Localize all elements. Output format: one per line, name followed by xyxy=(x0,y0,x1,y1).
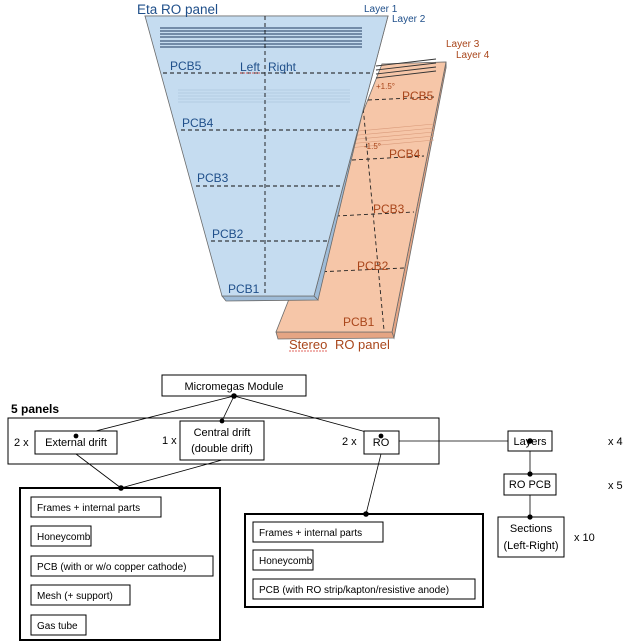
eta-pcb1-label: PCB1 xyxy=(228,282,260,296)
ro-panel-word: RO panel xyxy=(335,337,390,352)
drift-part-honeycomb-label: Honeycomb xyxy=(37,532,91,543)
double-drift-label: (double drift) xyxy=(191,443,253,455)
right-label: Right xyxy=(268,60,297,74)
panels-group-box xyxy=(7,417,440,465)
ro-multiplier: 2 x xyxy=(342,436,357,448)
stereo-pcb3-label: PCB3 xyxy=(373,202,405,216)
angle-plus-label: +1.5° xyxy=(376,82,395,91)
ro-pcb-label: RO PCB xyxy=(509,479,551,491)
left-label: Left xyxy=(240,60,261,74)
eta-pcb4-label: PCB4 xyxy=(182,116,214,130)
panels-label: 5 panels xyxy=(11,402,59,416)
stereo-word: Stereo xyxy=(289,337,327,352)
sections-label: Sections xyxy=(510,523,553,535)
angle-minus-label: -1.5° xyxy=(364,142,381,151)
ro-part-honeycomb-label: Honeycomb xyxy=(259,556,313,567)
layers-multiplier: x 4 xyxy=(608,436,623,448)
drift-part-mesh-label: Mesh (+ support) xyxy=(37,591,113,602)
layer-3-label: Layer 3 xyxy=(446,39,480,50)
left-right-label: (Left-Right) xyxy=(503,540,558,552)
ro-part-frames-label: Frames + internal parts xyxy=(259,528,362,539)
external-drift-multiplier: 2 x xyxy=(14,437,29,449)
stereo-pcb4-label: PCB4 xyxy=(389,147,421,161)
junction-dots xyxy=(73,393,533,520)
drift-part-honeycomb xyxy=(30,525,92,547)
eta-pcb5-label: PCB5 xyxy=(170,59,202,73)
eta-ro-panel xyxy=(144,15,389,302)
ro-part-pcb-label: PCB (with RO strip/kapton/resistive anod… xyxy=(259,585,449,596)
central-drift-label: Central drift xyxy=(194,427,251,439)
ro-node xyxy=(363,430,400,455)
stereo-pcb5-label: PCB5 xyxy=(402,89,434,103)
drift-part-gas-tube xyxy=(30,614,87,636)
layer-1-label: Layer 1 xyxy=(364,4,398,15)
drift-part-pcb-label: PCB (with or w/o copper cathode) xyxy=(37,562,187,573)
stereo-pcb2-label: PCB2 xyxy=(357,259,389,273)
drift-part-frames-label: Frames + internal parts xyxy=(37,503,140,514)
ro-part-frames xyxy=(252,521,384,543)
stereo-panel-title: Stereo RO panel xyxy=(289,337,390,352)
central-drift-multiplier: 1 x xyxy=(162,435,177,447)
drift-part-frames xyxy=(30,496,162,518)
sections-node xyxy=(497,516,565,558)
ro-label: RO xyxy=(373,437,390,449)
ro-pcb-multiplier: x 5 xyxy=(608,480,623,492)
eta-pcb2-label: PCB2 xyxy=(212,227,244,241)
external-drift-node xyxy=(34,430,118,455)
eta-panel-title: Eta RO panel xyxy=(137,2,218,17)
micromegas-module-label: Micromegas Module xyxy=(184,381,283,393)
central-drift-node xyxy=(179,420,265,461)
ro-part-pcb xyxy=(252,578,476,600)
stereo-pcb1-label: PCB1 xyxy=(343,315,375,329)
layer-2-label: Layer 2 xyxy=(392,14,426,25)
drift-part-pcb xyxy=(30,555,214,577)
eta-pcb3-label: PCB3 xyxy=(197,171,229,185)
layer-4-label: Layer 4 xyxy=(456,50,490,61)
ro-part-honeycomb xyxy=(252,549,314,571)
drift-part-gas-tube-label: Gas tube xyxy=(37,621,78,632)
drift-part-mesh xyxy=(30,584,131,606)
external-drift-label: External drift xyxy=(45,437,107,449)
sections-multiplier: x 10 xyxy=(574,532,595,544)
